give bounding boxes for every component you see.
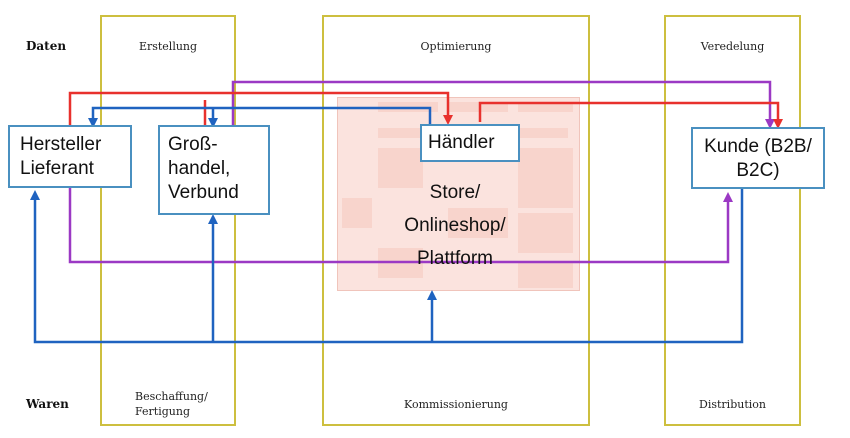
arrowhead-blue-hersteller bbox=[88, 118, 98, 128]
node-grosshandel-line-1: Groß- bbox=[168, 134, 218, 155]
node-kunde-line-2: B2C) bbox=[736, 160, 780, 181]
node-kunde-line-1: Kunde (B2B/ bbox=[704, 136, 812, 157]
store-line-3: Plattform bbox=[416, 248, 494, 269]
flow-blue-top bbox=[91, 106, 432, 124]
arrowhead-red-kunde bbox=[773, 119, 783, 129]
arrowhead-blue-store bbox=[427, 290, 437, 300]
arrowhead-blue-hersteller-bottom bbox=[30, 190, 40, 200]
row-label-daten: Daten bbox=[26, 39, 67, 53]
column-label-distribution: Distribution bbox=[699, 398, 766, 411]
flow-purple-bottom bbox=[68, 188, 730, 264]
flow-red-right bbox=[478, 101, 780, 125]
column-label-beschaffung: Beschaffung/ Fertigung bbox=[135, 390, 208, 418]
node-hersteller-line-2: Lieferant bbox=[20, 158, 94, 179]
arrowhead-purple-kunde-bottom bbox=[723, 192, 733, 202]
arrowhead-red-haendler bbox=[443, 115, 453, 125]
column-optimierung bbox=[322, 15, 590, 426]
row-label-waren: Waren bbox=[26, 397, 69, 411]
node-grosshandel-line-3: Verbund bbox=[168, 182, 239, 203]
node-haendler-label: Händler bbox=[428, 132, 495, 153]
node-hersteller-lieferant: Hersteller Lieferant bbox=[8, 125, 132, 188]
column-label-veredelung: Veredelung bbox=[700, 40, 765, 53]
arrowhead-blue-grosshandel-top bbox=[208, 118, 218, 128]
flow-red-top bbox=[68, 91, 450, 125]
node-grosshandel-line-2: handel, bbox=[168, 158, 231, 179]
store-line-1: Store/ bbox=[429, 182, 481, 203]
node-grosshandel-verbund: Groß- handel, Verbund bbox=[158, 125, 270, 215]
column-veredelung bbox=[664, 15, 801, 426]
store-line-2: Onlineshop/ bbox=[404, 215, 506, 236]
column-label-kommissionierung: Kommissionierung bbox=[404, 398, 508, 411]
flow-blue-bottom bbox=[33, 188, 744, 344]
column-label-optimierung: Optimierung bbox=[420, 40, 492, 53]
column-erstellung bbox=[100, 15, 236, 426]
node-kunde: Kunde (B2B/ B2C) bbox=[691, 127, 825, 189]
node-store-onlineshop-plattform: Store/ Onlineshop/ Plattform bbox=[380, 176, 530, 275]
column-label-erstellung: Erstellung bbox=[138, 40, 198, 53]
arrowhead-blue-grosshandel-bottom bbox=[208, 214, 218, 224]
node-hersteller-line-1: Hersteller bbox=[20, 134, 102, 155]
arrowhead-purple-kunde-top bbox=[765, 119, 775, 129]
node-haendler: Händler bbox=[420, 124, 520, 162]
